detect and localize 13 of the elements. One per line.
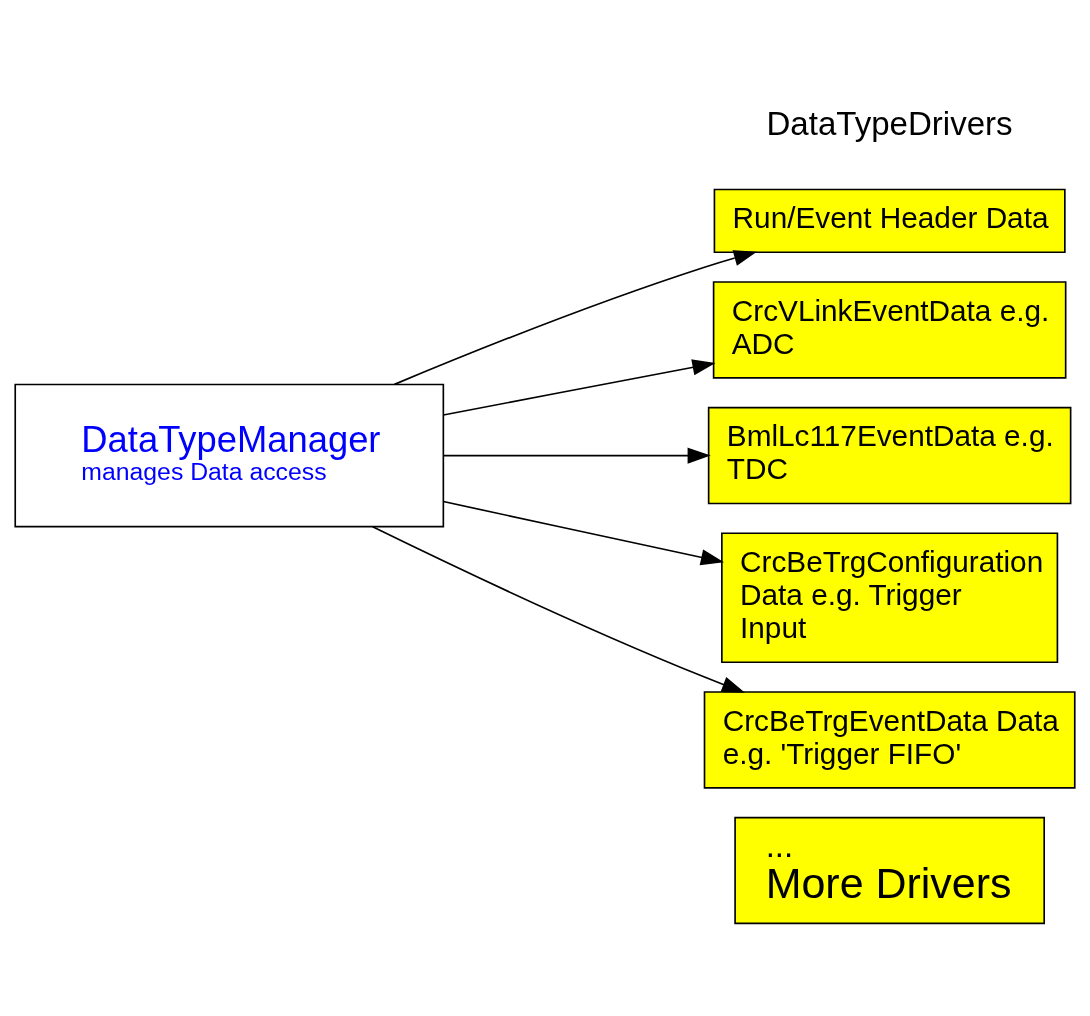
node-box: ... More Drivers [734,816,1045,924]
arrow [442,358,716,416]
node-box: BmlLc117EventData e.g. TDC [707,406,1072,504]
arrow [393,249,757,385]
node-box: CrcVLinkEventData e.g. ADC [712,280,1067,379]
label: DataTypeDrivers [766,104,1013,142]
node-box: DataTypeManager manages Data access [14,383,445,527]
arrow [442,500,724,565]
arrow [442,447,711,464]
node-box: Run/Event Header Data [713,188,1066,253]
arrow [371,525,746,693]
node-box: CrcBeTrgEventData Data e.g. 'Trigger FIFO' [703,690,1076,789]
node-box: CrcBeTrgConfiguration Data e.g. Trigger Input [721,531,1059,663]
